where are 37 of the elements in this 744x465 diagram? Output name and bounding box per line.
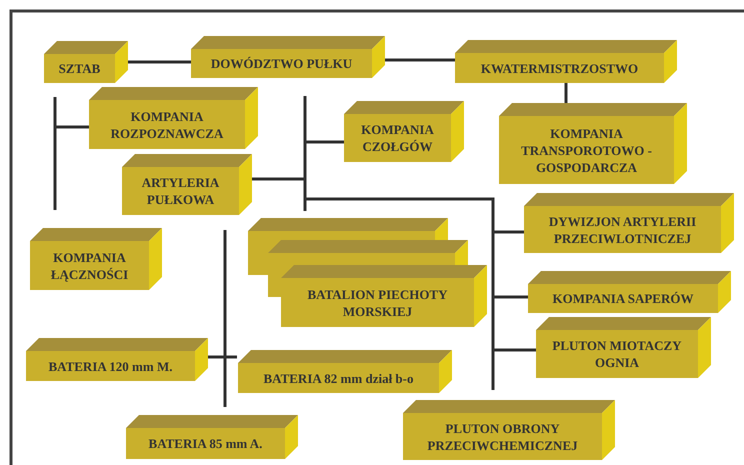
- unit-name: DOWÓDZTWO PUŁKU: [210, 55, 352, 72]
- unit-block: [281, 265, 487, 327]
- unit-name: PLUTON OBRONY PRZECIWCHEMICZNEJ: [426, 420, 579, 454]
- unit-block: [122, 154, 252, 215]
- unit-block: [499, 103, 687, 184]
- unit-name: KWATERMISTRZOSTWO: [480, 60, 638, 76]
- unit-block: [30, 228, 162, 290]
- unit-name: PLUTON MIOTACZY OGNIA: [551, 337, 683, 371]
- unit-block: [238, 350, 452, 393]
- connector-line: [385, 58, 455, 62]
- unit-block: [89, 87, 258, 149]
- unit-block: [455, 40, 677, 83]
- unit-name: BATERIA 82 mm dział b-o: [264, 370, 414, 386]
- connector-line: [128, 60, 191, 64]
- unit-name: BATALION PIECHOTY MORSKIEJ: [306, 286, 448, 320]
- unit-block: [44, 41, 128, 83]
- unit-name: BATERIA 85 mm A.: [148, 435, 262, 452]
- connector-line: [54, 96, 90, 212]
- unit-name: KOMPANIA CZOŁGÓW: [360, 121, 435, 155]
- unit-name: SZTAB: [58, 60, 100, 77]
- unit-name: KOMPANIA SAPERÓW: [552, 290, 694, 307]
- connector-line: [564, 83, 568, 103]
- unit-block: [528, 271, 731, 313]
- unit-block: [26, 338, 208, 381]
- unit-name: DYWIZJON ARTYLERII PRZECIWLOTNICZEJ: [548, 212, 698, 246]
- connector-line: [206, 228, 238, 408]
- unit-block: [403, 400, 615, 460]
- unit-block: [126, 415, 298, 459]
- unit-name: KOMPANIA TRANSPOROTOWO - GOSPODARCZA: [520, 124, 653, 176]
- unit-block: [524, 193, 734, 253]
- unit-name: BATERIA 120 mm M.: [48, 358, 172, 374]
- unit-name: KOMPANIA ROZPOZNAWCZA: [110, 108, 224, 142]
- unit-block: [191, 36, 385, 78]
- unit-block: [344, 101, 464, 162]
- unit-name: ARTYLERIA PUŁKOWA: [140, 174, 220, 208]
- unit-block: [536, 317, 711, 378]
- unit-name: KOMPANIA ŁĄCZNOŚCI: [50, 248, 130, 282]
